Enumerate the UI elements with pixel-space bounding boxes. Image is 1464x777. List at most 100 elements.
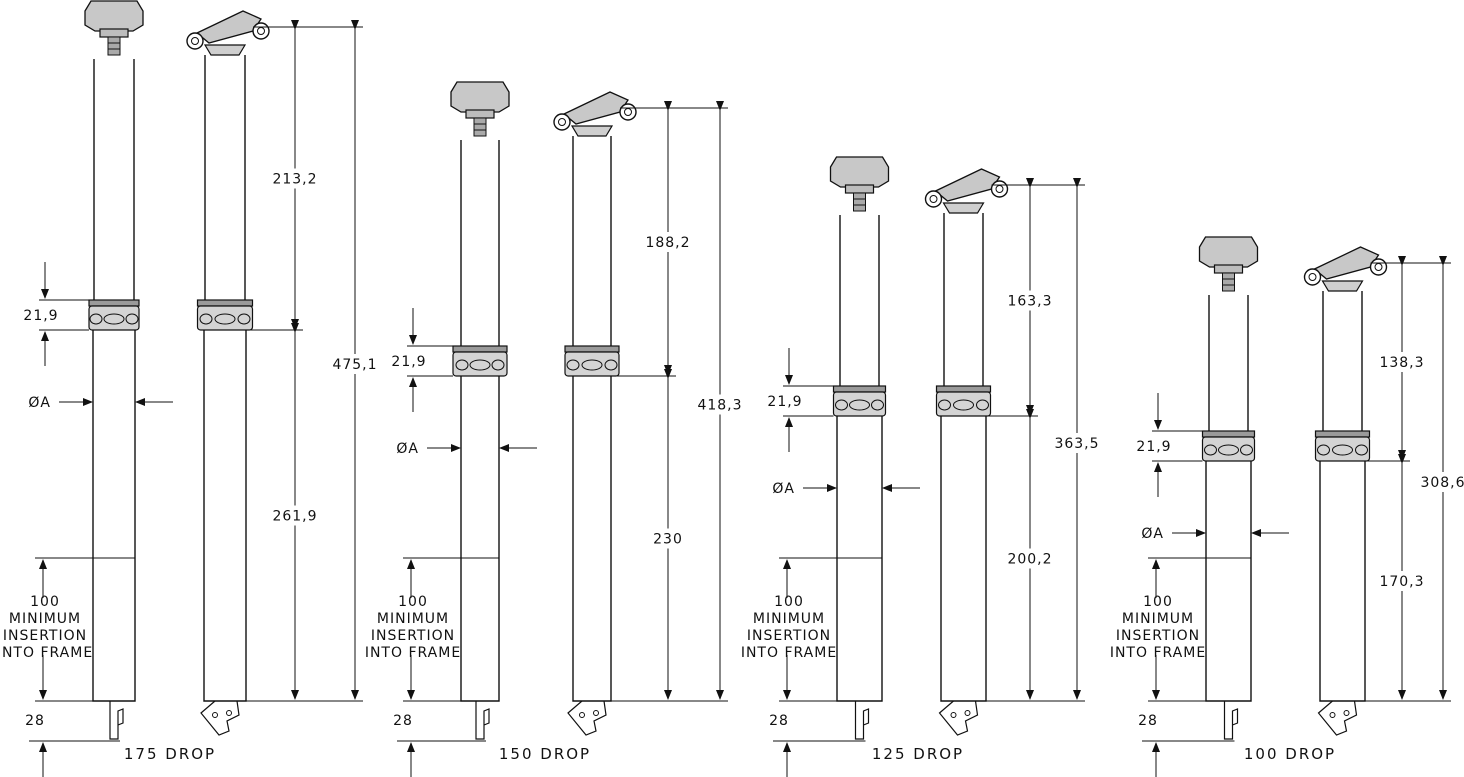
lower-tube	[92, 330, 136, 702]
collar-knurl	[199, 313, 213, 325]
insertion-text: INSERTION	[3, 628, 87, 644]
collar-knurl	[976, 399, 989, 411]
front-view	[450, 81, 510, 740]
label-knockout	[1378, 352, 1426, 372]
drop-title: 150 DROP	[499, 745, 591, 763]
cable-lever	[938, 700, 979, 736]
collar-knurl	[1218, 444, 1239, 456]
saddle-clamp-head-side	[562, 91, 629, 125]
lower-tube-side	[1319, 461, 1366, 702]
insertion-text: INTO FRAME	[365, 645, 461, 661]
insertion-text: INTO FRAME	[1110, 645, 1206, 661]
clamp-base	[203, 44, 247, 56]
collar	[452, 351, 508, 377]
insertion-text: MINIMUM	[1122, 611, 1194, 627]
upper-length-label: 213,2	[272, 172, 317, 188]
insertion-text: INSERTION	[1116, 628, 1200, 644]
insertion-value: 100	[30, 594, 60, 610]
lower-length-label: 261,9	[272, 509, 317, 525]
collar-side	[935, 391, 992, 417]
dimensions: 188,2230418,321,9ØA100MINIMUMINSERTIONIN…	[365, 101, 746, 777]
collar-seal-side	[196, 299, 254, 307]
lower-tube-side	[940, 416, 987, 702]
drop-title: 175 DROP	[124, 745, 216, 763]
front-view	[84, 0, 144, 740]
label-knockout	[1378, 571, 1426, 591]
collar-knurl	[1355, 444, 1368, 456]
total-length-label: 308,6	[1420, 475, 1464, 491]
label-knockout	[271, 505, 319, 526]
dimensions: 138,3170,3308,621,9ØA100MINIMUMINSERTION…	[1110, 256, 1464, 777]
collar-side	[1314, 436, 1371, 462]
collar-height-label: 21,9	[1136, 439, 1171, 455]
seatpost-drawing-1: 213,2261,9475,121,9ØA100MINIMUMINSERTION…	[0, 0, 381, 777]
collar-knurl	[604, 359, 618, 371]
lever-pivot	[593, 710, 599, 716]
label-knockout	[644, 232, 692, 252]
cable-actuator	[1223, 701, 1239, 740]
collar-knurl	[566, 359, 580, 371]
total-length-label: 418,3	[697, 398, 742, 414]
label-knockout	[694, 394, 746, 415]
collar-seal	[832, 385, 887, 393]
rail-clamp-hole	[995, 185, 1004, 193]
side-view	[186, 10, 270, 736]
cable-actuator	[109, 701, 124, 740]
dimensions: 213,2261,9475,121,9ØA100MINIMUMINSERTION…	[0, 20, 381, 777]
rail-clamp-hole	[1308, 273, 1317, 281]
lower-tube-side	[572, 376, 612, 702]
clamp-bolt	[473, 117, 487, 137]
collar-seal-side	[564, 345, 620, 353]
lower-tube	[460, 376, 500, 702]
side-view	[924, 168, 1009, 736]
saddle-clamp-head-side	[934, 168, 1001, 202]
lever-pivot	[212, 712, 218, 718]
saddle-clamp-head	[829, 156, 890, 188]
insertion-text: INSERTION	[371, 628, 455, 644]
rail-clamp-hole	[558, 118, 566, 126]
rail-clamp-hole	[257, 27, 265, 35]
diameter-label: ØA	[1141, 526, 1164, 542]
bottom-length-label: 28	[1138, 713, 1158, 729]
lower-length-label: 200,2	[1007, 552, 1052, 568]
cable-actuator	[475, 701, 490, 740]
clamp-bolt	[1222, 272, 1235, 292]
drop-title: 125 DROP	[872, 745, 964, 763]
collar-knurl	[103, 313, 125, 325]
saddle-clamp-head-side	[195, 10, 262, 44]
saddle-clamp-head	[450, 81, 510, 113]
lever-pivot	[579, 712, 585, 718]
cable-lever	[200, 700, 240, 736]
side-view	[1303, 246, 1388, 736]
collar-height-label: 21,9	[23, 308, 58, 324]
collar-height-label: 21,9	[767, 394, 802, 410]
collar-knurl	[1317, 444, 1330, 456]
collar	[88, 305, 140, 331]
seatpost-drawing-2: 188,2230418,321,9ØA100MINIMUMINSERTIONIN…	[365, 81, 746, 777]
insertion-text: MINIMUM	[377, 611, 449, 627]
clamp-base	[570, 125, 614, 137]
clamp-bolt-block	[1213, 264, 1244, 274]
insertion-text: MINIMUM	[753, 611, 825, 627]
collar-knurl	[455, 359, 469, 371]
collar-knurl	[1204, 444, 1217, 456]
saddle-clamp-head	[1198, 236, 1259, 268]
lower-length-label: 230	[653, 532, 683, 548]
rail-clamp-hole	[624, 108, 632, 116]
lower-length-label: 170,3	[1379, 574, 1424, 590]
insertion-text: MINIMUM	[9, 611, 81, 627]
saddle-clamp-head	[84, 0, 144, 32]
clamp-bolt	[107, 36, 121, 56]
collar-knurl	[214, 313, 236, 325]
collar-knurl	[953, 399, 974, 411]
collar-seal	[88, 299, 140, 307]
collar	[1201, 436, 1256, 462]
front-view	[1198, 236, 1259, 740]
upper-length-label: 138,3	[1379, 355, 1424, 371]
label-knockout	[271, 168, 319, 189]
collar-knurl	[835, 399, 848, 411]
collar-knurl	[89, 313, 103, 325]
rail-clamp-hole	[191, 37, 199, 45]
collar-knurl	[469, 359, 491, 371]
clamp-bolt-block	[465, 109, 495, 119]
